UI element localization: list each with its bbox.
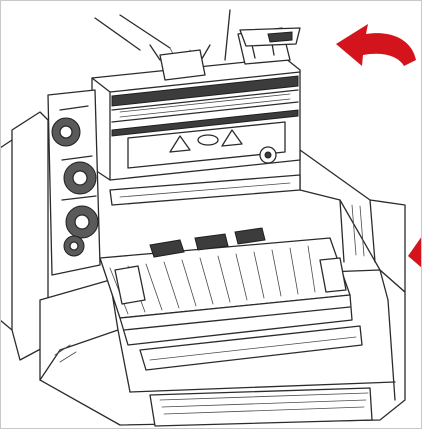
print-head-assembly [91,27,301,181]
ribbon-spindle [109,174,301,206]
rotation-arrow [336,24,422,268]
gear-train [47,89,101,276]
curved-arrow-counterclockwise-icon [336,24,416,66]
partial-arrow-icon [408,236,422,268]
paper-tray [99,227,363,371]
